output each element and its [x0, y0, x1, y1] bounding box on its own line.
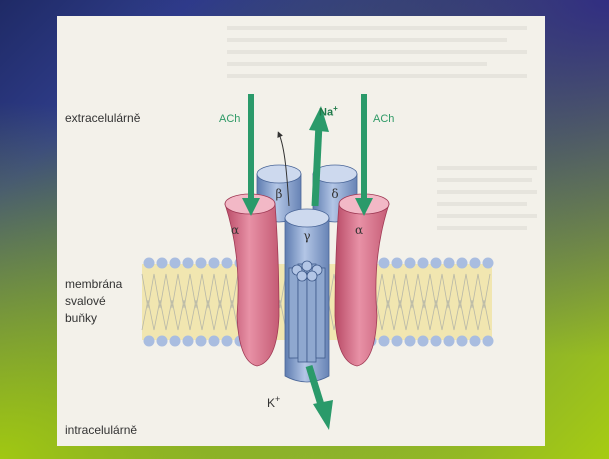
sodium-charge: +	[333, 104, 338, 113]
ach-label-right: ACh	[373, 113, 394, 125]
potassium-charge: +	[275, 394, 280, 404]
potassium-symbol: K	[267, 396, 275, 410]
sodium-label: Na+	[319, 104, 338, 119]
receptor-diagram: β δ γ α α	[57, 16, 545, 446]
central-pore	[289, 261, 325, 362]
potassium-label: K+	[267, 394, 280, 410]
ach-label-left: ACh	[219, 113, 240, 125]
receptor-diagram-photo: β δ γ α α extracelulárně membrána svalov…	[57, 16, 545, 446]
membrane-label-line3: buňky	[65, 310, 97, 326]
sodium-symbol: Na	[319, 107, 333, 119]
subunit-delta-label: δ	[331, 187, 338, 201]
membrane-label-line1: membrána	[65, 276, 122, 292]
extracellular-label: extracelulárně	[65, 110, 140, 126]
subunit-alpha-right-label: α	[355, 223, 363, 237]
membrane-label-line2: svalové	[65, 293, 106, 309]
intracellular-label: intracelulárně	[65, 422, 137, 438]
subunit-gamma-label: γ	[303, 229, 310, 243]
subunit-beta-label: β	[276, 187, 283, 201]
subunit-alpha-left-label: α	[231, 223, 239, 237]
